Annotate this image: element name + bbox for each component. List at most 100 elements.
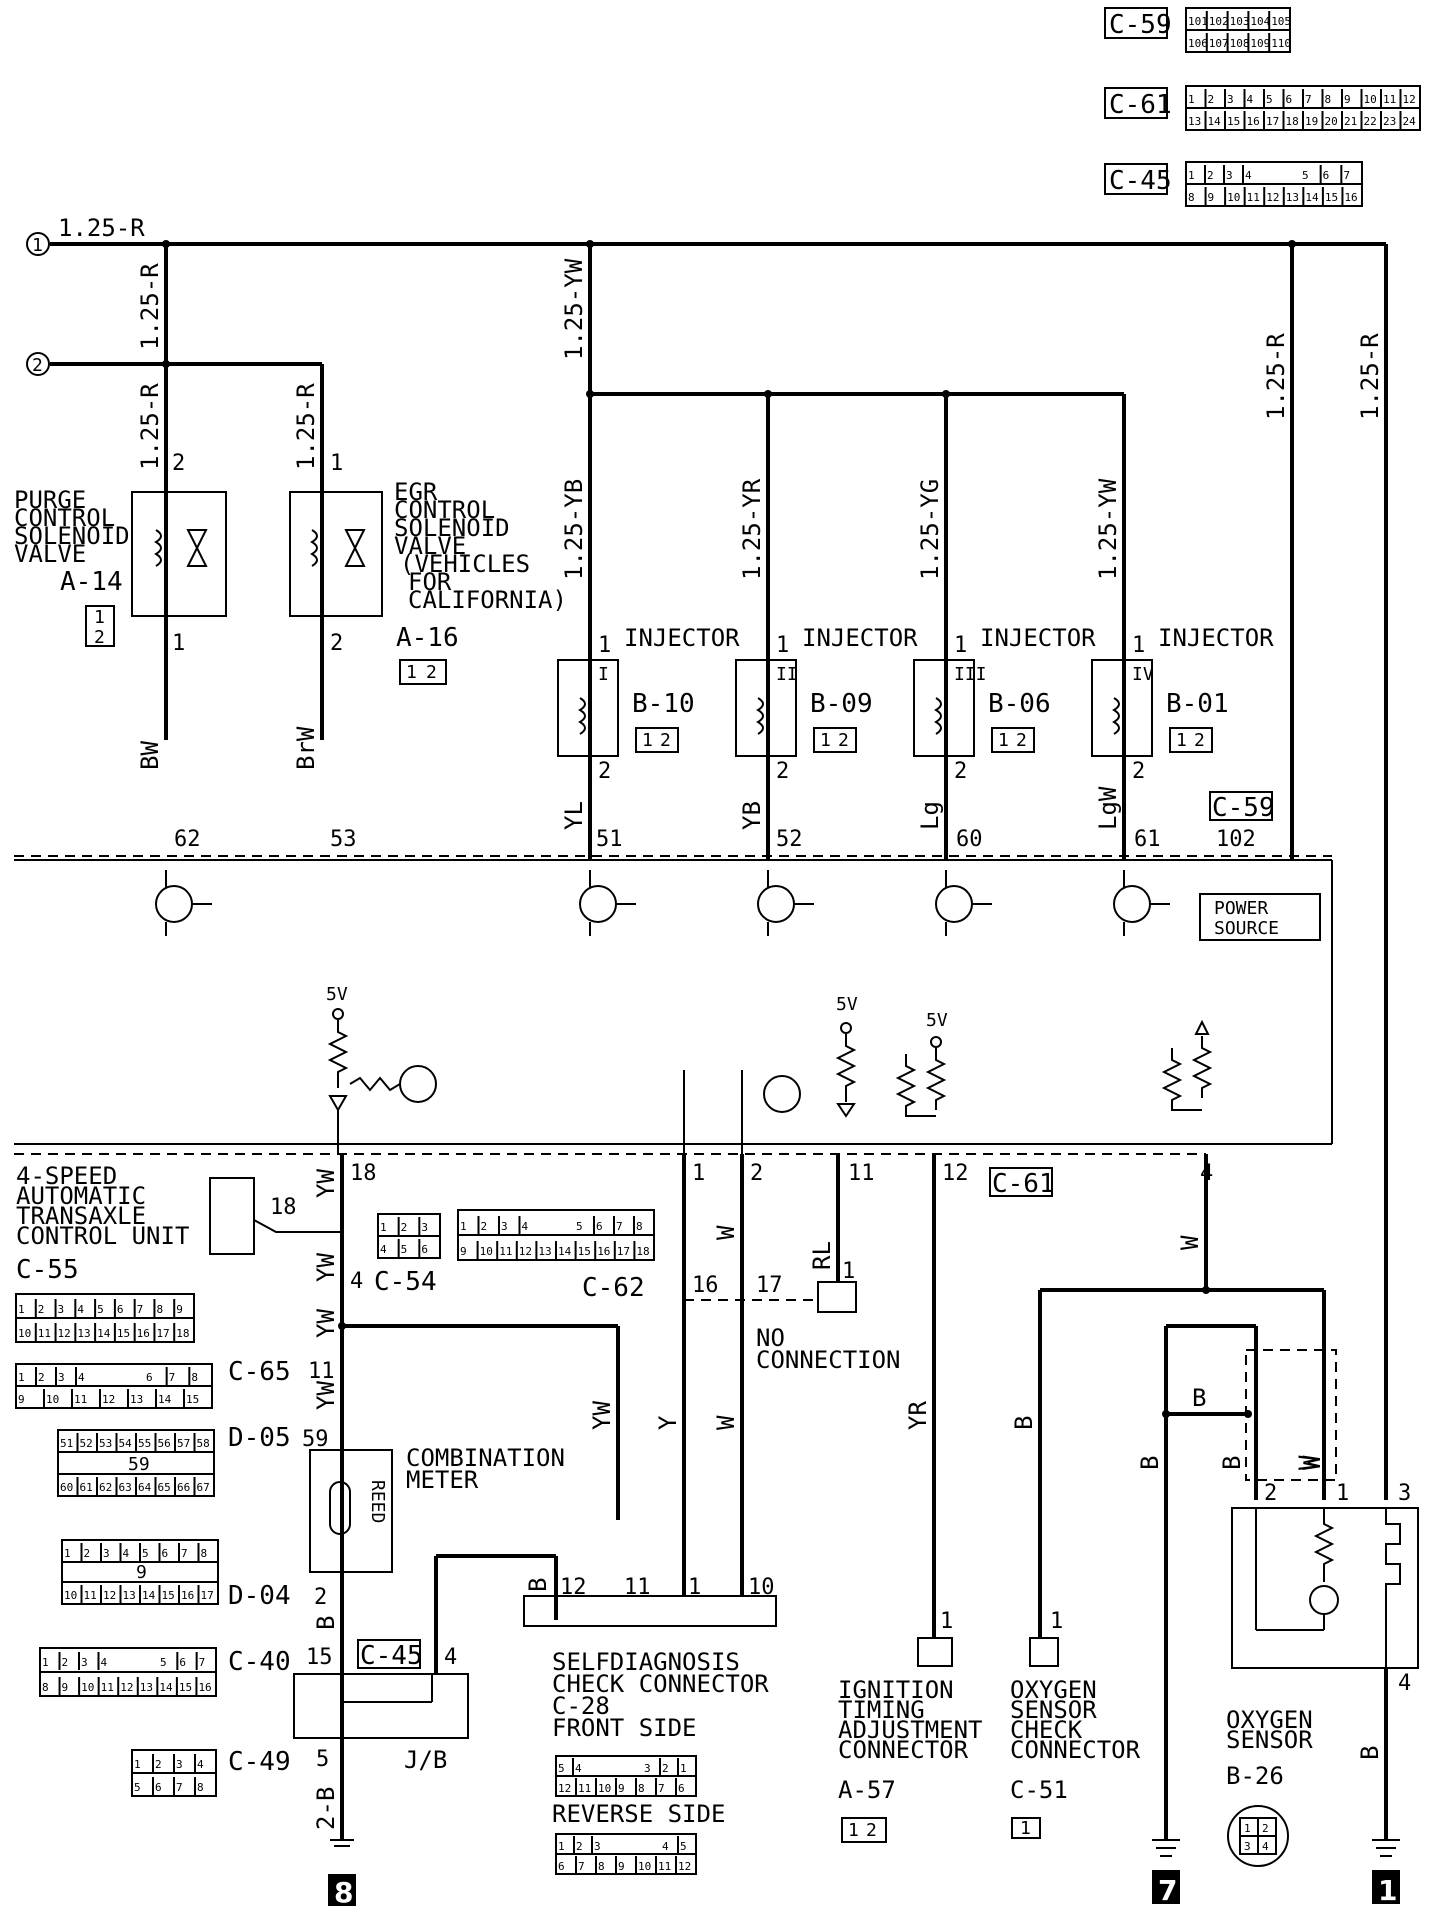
- svg-text:3: 3: [1244, 1840, 1251, 1853]
- svg-text:LgW: LgW: [1094, 786, 1122, 830]
- svg-text:B: B: [1136, 1456, 1164, 1470]
- svg-text:C-54: C-54: [374, 1267, 437, 1297]
- svg-text:CONTROL: CONTROL: [394, 496, 495, 524]
- pin-label: 2: [1208, 93, 1215, 106]
- svg-text:1: 1: [692, 1161, 705, 1186]
- svg-text:1: 1: [776, 633, 789, 658]
- pin-label: 11: [1383, 93, 1396, 106]
- svg-text:1: 1: [998, 730, 1009, 751]
- circle-ref-2: 2: [26, 352, 50, 376]
- svg-text:SENSOR: SENSOR: [1226, 1726, 1313, 1754]
- svg-text:52: 52: [776, 827, 803, 852]
- ecu-driver-transistor: [757, 870, 814, 936]
- pin-label: 15: [117, 1327, 130, 1340]
- pin-label: 12: [678, 1860, 691, 1873]
- svg-text:16: 16: [692, 1273, 719, 1298]
- svg-text:11: 11: [624, 1575, 651, 1600]
- pin-label: 106: [1188, 37, 1208, 50]
- svg-text:YB: YB: [738, 801, 766, 830]
- pin-label: 7: [176, 1781, 183, 1794]
- pin-label: 7: [169, 1371, 176, 1384]
- ecu-driver-transistor: [1113, 870, 1170, 936]
- ignition-timing-adjustment-connector: 1 IGNITION TIMING ADJUSTMENT CONNECTOR A…: [838, 1609, 983, 1843]
- pin-label: 14: [142, 1589, 156, 1602]
- svg-text:18: 18: [270, 1195, 297, 1220]
- svg-text:1: 1: [1132, 633, 1145, 658]
- svg-text:1: 1: [1244, 1822, 1251, 1835]
- pin-label: 12: [1266, 191, 1279, 204]
- pin-label: 12: [103, 1589, 116, 1602]
- pin-label: 4: [77, 1303, 84, 1316]
- svg-text:YW: YW: [588, 1401, 616, 1430]
- pin-label: 101: [1188, 15, 1208, 28]
- pin-label: 24: [1403, 115, 1417, 128]
- svg-text:59: 59: [128, 1454, 150, 1475]
- pin-label: 7: [199, 1656, 206, 1669]
- svg-text:B-26: B-26: [1226, 1762, 1284, 1790]
- svg-text:1.25-R: 1.25-R: [1262, 333, 1290, 420]
- pin-label: 14: [558, 1245, 572, 1258]
- svg-text:1: 1: [848, 1820, 859, 1841]
- pin-label: 6: [117, 1303, 124, 1316]
- power-source: POWER SOURCE: [1199, 893, 1321, 941]
- transaxle-control-unit: 4-SPEED AUTOMATIC TRANSAXLE CONTROL UNIT…: [15, 1162, 342, 1343]
- pin-label: 7: [658, 1782, 665, 1795]
- svg-text:C-61: C-61: [992, 1169, 1055, 1199]
- svg-text:RL: RL: [808, 1241, 836, 1270]
- pin-label: 4: [575, 1762, 582, 1775]
- svg-text:YW: YW: [312, 1169, 340, 1198]
- pin-label: 62: [99, 1481, 112, 1494]
- pin-label: 4: [101, 1656, 108, 1669]
- svg-text:J/B: J/B: [404, 1746, 447, 1774]
- svg-text:2: 2: [1016, 730, 1027, 751]
- pin-label: 22: [1364, 115, 1377, 128]
- pin-label: 11: [499, 1245, 512, 1258]
- svg-text:CONNECTION: CONNECTION: [756, 1346, 901, 1374]
- svg-text:2: 2: [94, 627, 105, 648]
- svg-text:1: 1: [406, 662, 417, 683]
- svg-text:W: W: [1176, 1235, 1204, 1250]
- svg-text:YW: YW: [312, 1253, 340, 1282]
- pin-label: 3: [176, 1758, 183, 1771]
- pin-label: 15: [186, 1393, 199, 1406]
- svg-text:C-45: C-45: [360, 1641, 423, 1671]
- svg-text:III: III: [954, 664, 987, 685]
- pin-label: 11: [84, 1589, 97, 1602]
- svg-text:8: 8: [334, 1876, 353, 1909]
- pin-label: 104: [1250, 15, 1270, 28]
- pin-label: 8: [638, 1782, 645, 1795]
- pin-label: 58: [197, 1437, 210, 1450]
- svg-text:62: 62: [174, 827, 201, 852]
- pin-label: 15: [1227, 115, 1240, 128]
- label-c45: C-45: [1109, 166, 1172, 196]
- svg-text:2: 2: [660, 730, 671, 751]
- svg-text:C-51: C-51: [1010, 1776, 1068, 1804]
- svg-text:D-04: D-04: [228, 1581, 291, 1611]
- svg-text:1: 1: [1176, 730, 1187, 751]
- pin-label: 10: [46, 1393, 59, 1406]
- pin-label: 4: [1245, 169, 1252, 182]
- pin-label: 12: [519, 1245, 532, 1258]
- svg-text:1: 1: [820, 730, 831, 751]
- svg-text:1.25-R: 1.25-R: [1356, 333, 1384, 420]
- pin-label: 51: [60, 1437, 73, 1450]
- pin-label: 16: [1344, 191, 1357, 204]
- pin-label: 1: [558, 1840, 565, 1853]
- pin-label: 54: [119, 1437, 133, 1450]
- svg-text:51: 51: [596, 827, 623, 852]
- pin-label: 9: [18, 1393, 25, 1406]
- svg-text:4: 4: [1200, 1161, 1213, 1186]
- pin-label: 103: [1230, 15, 1250, 28]
- pin-label: 9: [618, 1860, 625, 1873]
- pin-label: 13: [123, 1589, 136, 1602]
- pin-label: 4: [123, 1547, 130, 1560]
- svg-text:POWER: POWER: [1214, 898, 1268, 919]
- svg-text:YW: YW: [312, 1381, 340, 1410]
- svg-text:CONTROL UNIT: CONTROL UNIT: [16, 1222, 189, 1250]
- svg-text:OXYGEN: OXYGEN: [1010, 1676, 1097, 1704]
- pin-label: 19: [1305, 115, 1318, 128]
